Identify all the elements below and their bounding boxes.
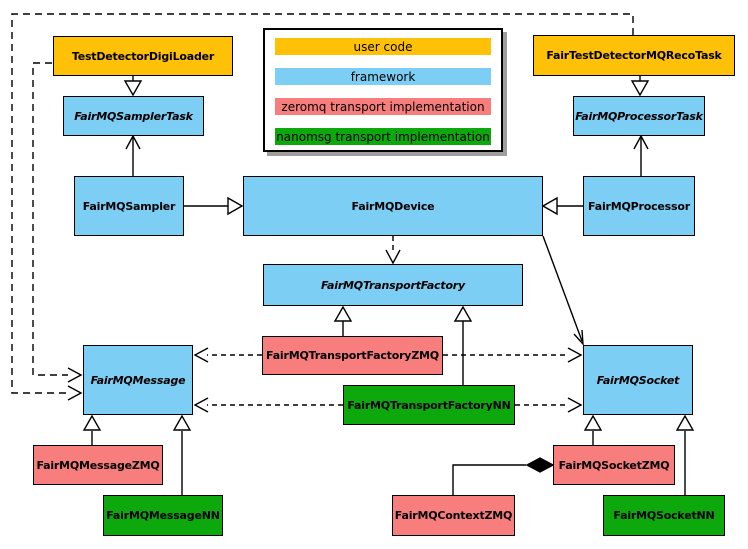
node-fairmqcontextzmq: FairMQContextZMQ [392, 495, 515, 536]
node-label: FairMQSocketZMQ [558, 458, 670, 472]
edge-fairmqtransportfactoryzmq-fairmqmessage [193, 347, 262, 363]
node-fairmqsocketzmq: FairMQSocketZMQ [553, 445, 675, 485]
legend-label: zeromq transport implementation [281, 99, 485, 114]
node-label: FairMQDevice [351, 199, 435, 213]
edge-fairmqdevice-fairmqsocket [542, 235, 584, 346]
node-fairmqtransportfactory: FairMQTransportFactory [263, 264, 523, 306]
node-fairmqdevice: FairMQDevice [243, 176, 543, 236]
node-fairmqmessagenn: FairMQMessageNN [103, 495, 223, 536]
legend-label: framework [350, 69, 416, 84]
legend-label: user code [353, 39, 413, 54]
node-fairmqsampler: FairMQSampler [74, 176, 184, 236]
edge-fairmqtransportfactoryzmq-fairmqsocket [443, 347, 583, 363]
edge-fairmqsampler-fairmqdevice [184, 196, 244, 216]
node-fairmqsocketnn: FairMQSocketNN [603, 495, 725, 536]
edge-fairmqsocketnn-fairmqsocket [675, 414, 695, 495]
node-label: FairMQTransportFactory [320, 278, 465, 292]
node-label: FairMQSocket [596, 373, 680, 387]
node-fairmqprocessor: FairMQProcessor [583, 176, 695, 236]
edge-fairmqprocessor-fairmqprocessortask [633, 134, 649, 176]
edge-fairmqprocessor-fairmqdevice [541, 196, 583, 216]
node-fairmqmessage: FairMQMessage [83, 345, 193, 415]
node-fairmqtransportfactorynn: FairMQTransportFactoryNN [343, 385, 515, 425]
edge-fairtestdetectormqrecotask-fairmqmessage [11, 13, 634, 401]
edge-fairmqmessagezmq-fairmqmessage [82, 414, 102, 445]
node-fairtestdetectormqrecotask: FairTestDetectorMQRecoTask [533, 35, 735, 76]
edge-fairmqsocketzmq-fairmqsocket [583, 414, 603, 445]
edge-testdetectordigiloader-fairmqsamplertask [123, 75, 143, 97]
node-label: FairMQMessageZMQ [36, 458, 160, 472]
node-label: FairMQTransportFactoryNN [347, 398, 511, 412]
legend: user code framework zeromq transport imp… [263, 28, 503, 152]
edge-fairmqtransportfactorynn-fairmqsocket [515, 397, 583, 413]
node-label: FairMQProcessor [588, 199, 690, 213]
node-label: FairMQMessage [90, 373, 186, 387]
node-label: FairMQMessageNN [106, 509, 220, 522]
edge-fairmqdevice-fairmqtransportfactory [385, 236, 401, 265]
legend-item-user-code: user code [275, 38, 491, 55]
edge-testdetectordigiloader-fairmqmessage [32, 62, 83, 383]
node-fairmqsocket: FairMQSocket [583, 345, 693, 415]
node-label: FairMQSamplerTask [74, 109, 193, 123]
legend-label: nanomsg transport implementation [276, 129, 490, 144]
node-fairmqmessagezmq: FairMQMessageZMQ [33, 445, 163, 485]
node-label: TestDetectorDigiLoader [71, 49, 215, 63]
edge-fairmqsocketzmq-fairmqcontextzmq [452, 457, 555, 495]
node-label: FairMQContextZMQ [394, 509, 513, 522]
node-fairmqsamplertask: FairMQSamplerTask [63, 96, 204, 136]
node-label: FairMQProcessorTask [575, 109, 703, 123]
edge-fairmqtransportfactorynn-fairmqtransportfactory [453, 305, 473, 385]
node-testdetectordigiloader: TestDetectorDigiLoader [53, 36, 233, 76]
edge-fairtestdetectormqrecotask-fairmqprocessortask [630, 76, 650, 97]
edge-fairmqsampler-fairmqsamplertask [125, 134, 141, 176]
node-label: FairMQSocketNN [613, 509, 715, 522]
edge-fairmqmessagenn-fairmqmessage [172, 414, 192, 495]
node-fairmqtransportfactoryzmq: FairMQTransportFactoryZMQ [262, 336, 443, 375]
legend-item-nanomsg: nanomsg transport implementation [275, 128, 491, 145]
node-label: FairMQSampler [82, 199, 176, 213]
legend-item-zeromq: zeromq transport implementation [275, 98, 491, 115]
node-label: FairMQTransportFactoryZMQ [266, 349, 439, 362]
edge-fairmqtransportfactorynn-fairmqmessage [193, 397, 343, 413]
node-label: FairTestDetectorMQRecoTask [546, 49, 722, 62]
legend-item-framework: framework [275, 68, 491, 85]
edge-fairmqtransportfactoryzmq-fairmqtransportfactory [333, 305, 353, 336]
node-fairmqprocessortask: FairMQProcessorTask [573, 96, 705, 136]
